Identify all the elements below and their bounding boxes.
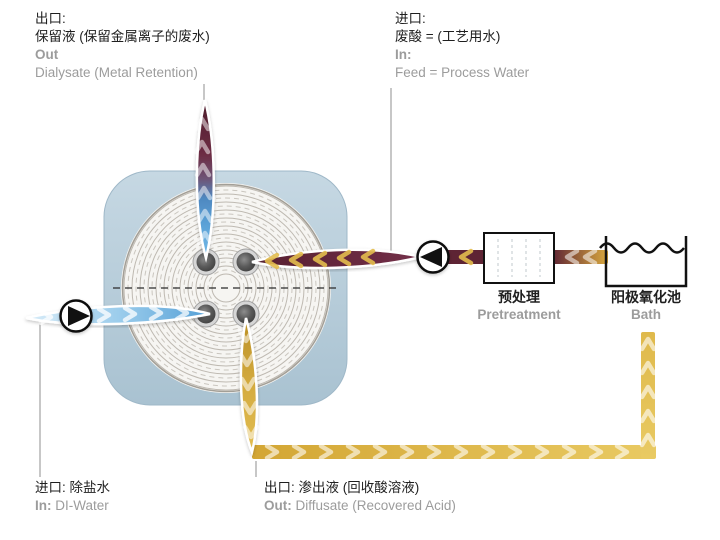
label-connector-lines bbox=[39, 84, 392, 477]
label-zh-line: 出口: 渗出液 (回收酸溶液) bbox=[264, 480, 420, 495]
feed-in-pipe bbox=[251, 248, 422, 270]
label-en-line: In: DI-Water bbox=[35, 498, 109, 513]
pretreatment-label: 预处理 Pretreatment bbox=[449, 288, 589, 324]
label-en-line: In: bbox=[395, 47, 412, 62]
dialysate-out-pipe bbox=[193, 99, 216, 263]
label-en-line: Bath bbox=[631, 307, 661, 322]
label-en-line: Feed = Process Water bbox=[395, 65, 530, 80]
port-bottom-right bbox=[232, 300, 260, 328]
feed-line-segments bbox=[446, 248, 608, 266]
label-en-line: Out: Diffusate (Recovered Acid) bbox=[264, 498, 456, 513]
bath-tank-icon bbox=[599, 236, 688, 288]
bath-label: 阳极氧化池 Bath bbox=[581, 288, 711, 324]
label-en-line: Dialysate (Metal Retention) bbox=[35, 65, 198, 80]
dialysate-chevrons bbox=[193, 116, 214, 246]
return-line-chevrons bbox=[264, 336, 657, 461]
outlet-dialysate-label: 出口: 保留液 (保留金属离子的废水) Out Dialysate (Metal… bbox=[35, 10, 210, 82]
label-zh-line: 保留液 (保留金属离子的废水) bbox=[35, 29, 210, 44]
water-wave-icon bbox=[599, 242, 685, 254]
filter-dashed-lines bbox=[497, 239, 541, 277]
label-zh-line: 阳极氧化池 bbox=[611, 289, 681, 305]
port-top-right bbox=[232, 248, 260, 276]
label-zh-line: 废酸 = (工艺用水) bbox=[395, 29, 501, 44]
label-zh-line: 出口: bbox=[35, 11, 66, 26]
feed-chevrons bbox=[264, 248, 376, 270]
label-zh-line: 进口: bbox=[395, 11, 426, 26]
label-zh-line: 预处理 bbox=[498, 289, 540, 305]
diffusate-out-pipe bbox=[237, 317, 260, 457]
recovered-acid-return-line bbox=[252, 332, 657, 461]
feed-segment-chevrons bbox=[458, 248, 598, 266]
pump-icon-left bbox=[59, 299, 93, 333]
diffusate-chevrons bbox=[237, 328, 260, 440]
label-zh-line: 进口: 除盐水 bbox=[35, 480, 111, 495]
diwater-chevrons bbox=[38, 304, 190, 326]
label-en-line: Out bbox=[35, 47, 59, 62]
inlet-feed-label: 进口: 废酸 = (工艺用水) In: Feed = Process Water bbox=[395, 10, 529, 82]
label-en-line: Pretreatment bbox=[477, 307, 561, 322]
inlet-diwater-label: 进口: 除盐水 In: DI-Water bbox=[35, 479, 110, 515]
membrane-module-icon bbox=[103, 170, 348, 406]
pretreatment-filter-icon bbox=[483, 232, 555, 284]
pump-icon-right bbox=[416, 240, 450, 274]
outlet-diffusate-label: 出口: 渗出液 (回收酸溶液) Out: Diffusate (Recovere… bbox=[264, 479, 456, 515]
